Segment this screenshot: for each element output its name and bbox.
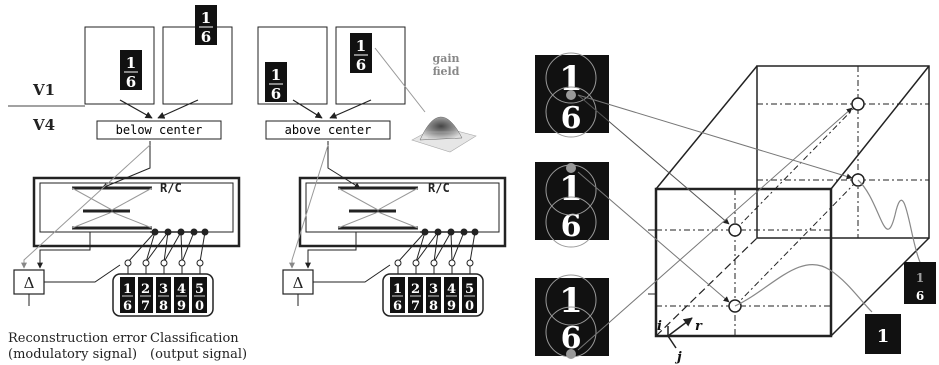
delta-box — [13, 269, 45, 295]
arrow — [292, 99, 323, 119]
class-digit-tile: 49 — [174, 277, 189, 314]
axis-i-label: i — [657, 319, 662, 334]
digit-text: 6 — [201, 28, 211, 46]
v1-v4-panel: V1 V4 1 6 1 6 1 6 1 — [8, 5, 507, 362]
digit-text: 6 — [561, 101, 582, 136]
class-digit-text: 1 — [123, 282, 132, 297]
class-digit-text: 4 — [447, 282, 456, 297]
class-digit-text: 9 — [447, 299, 456, 314]
arrow — [157, 99, 199, 119]
class-digit-text: 6 — [393, 299, 402, 314]
output-digit-bottom: 1 — [865, 314, 901, 354]
digit-text: 6 — [271, 85, 281, 103]
response-curve — [857, 179, 921, 263]
class-digit-text: 2 — [411, 282, 420, 297]
cube — [648, 65, 930, 338]
class-digit-text: 0 — [465, 299, 474, 314]
class-digit-text: 8 — [159, 299, 168, 314]
digit-patch: 1 6 — [350, 33, 372, 74]
digit-image-bottom: 1 6 — [535, 274, 609, 359]
delta-label: Δ — [293, 274, 304, 292]
mapping-arrow — [577, 94, 730, 225]
class-digit-text: 9 — [177, 299, 186, 314]
class-digit-text: 8 — [429, 299, 438, 314]
arrow — [119, 99, 153, 119]
class-digit-tile: 38 — [426, 277, 441, 314]
gain-label: gain — [433, 52, 460, 65]
class-digit-tile: 27 — [138, 277, 153, 314]
digit-text: 1 — [559, 169, 583, 209]
feature-space-panel: 1 6 1 6 1 6 — [535, 52, 936, 365]
below-center-label: below center — [116, 123, 203, 137]
above-center-label: above center — [285, 123, 372, 137]
class-sub: (output signal) — [150, 347, 247, 362]
mapping-arrow — [577, 107, 853, 351]
output-digit-right: 1 6 — [904, 262, 936, 304]
delta-label: Δ — [24, 274, 35, 292]
class-digit-text: 0 — [195, 299, 204, 314]
digit-text: 1 — [559, 281, 583, 321]
digit-image-top: 1 6 — [535, 52, 609, 138]
digit-text: 1 — [559, 59, 583, 99]
class-digit-text: 6 — [123, 299, 132, 314]
digit-text: 6 — [916, 289, 924, 303]
mapping-arrow — [577, 94, 853, 180]
digit-text: 6 — [561, 321, 582, 356]
recon-sub: (modulatory signal) — [8, 347, 137, 362]
class-digit-tile: 16 — [120, 277, 135, 314]
class-digit-text: 3 — [429, 282, 438, 297]
digit-image-middle: 1 6 — [535, 162, 609, 248]
class-digit-text: 4 — [177, 282, 186, 297]
v1-frame-right-b — [335, 26, 406, 105]
above-center-box — [265, 120, 391, 140]
class-digit-text: 7 — [411, 299, 420, 314]
field-label: field — [433, 65, 460, 78]
class-digit-text: 3 — [159, 282, 168, 297]
response-curve — [734, 264, 873, 313]
digit-patch: 1 6 — [120, 50, 142, 91]
digit-text: 6 — [356, 56, 366, 74]
rc-label: R/C — [160, 181, 182, 195]
v1-frame-left-a — [84, 26, 155, 105]
gain-field-surface — [411, 116, 477, 153]
digit-patch: 1 6 — [195, 5, 217, 46]
class-digit-text: 2 — [141, 282, 150, 297]
class-digit-text: 5 — [465, 282, 474, 297]
class-digit-tile: 50 — [192, 277, 207, 314]
digit-text: 1 — [877, 326, 890, 347]
axis-j-label: j — [674, 350, 682, 365]
axis-r-label: r — [695, 319, 703, 334]
v4-label: V4 — [32, 116, 55, 134]
class-digit-tile: 38 — [156, 277, 171, 314]
v1-label: V1 — [32, 81, 55, 99]
mapping-arrow — [577, 171, 730, 303]
digit-text: 1 — [201, 9, 211, 27]
digit-patch: 1 6 — [265, 62, 287, 103]
class-digit-text: 5 — [195, 282, 204, 297]
class-digit-text: 1 — [393, 282, 402, 297]
digit-text: 6 — [561, 209, 582, 244]
class-digit-text: 7 — [141, 299, 150, 314]
class-digit-tile: 49 — [444, 277, 459, 314]
rc-module-left: R/C Δ — [13, 141, 241, 317]
class-digit-tile: 27 — [408, 277, 423, 314]
below-center-box — [96, 120, 222, 140]
digit-text: 1 — [916, 271, 924, 285]
class-digit-tile: 16 — [390, 277, 405, 314]
gain-field-pointer — [374, 47, 426, 113]
rc-module-right: R/C Δ — [282, 141, 507, 317]
class-title: Classification — [150, 331, 239, 346]
axes: i r j — [657, 317, 703, 365]
arrow — [329, 99, 372, 119]
digit-text: 1 — [356, 37, 366, 55]
class-digit-tile: 50 — [462, 277, 477, 314]
digit-text: 6 — [126, 73, 136, 91]
recon-title: Reconstruction error — [8, 331, 147, 346]
v1-frame-right-a — [257, 26, 328, 105]
digit-text: 1 — [271, 66, 281, 84]
digit-text: 1 — [126, 54, 136, 72]
rc-label: R/C — [428, 181, 450, 195]
